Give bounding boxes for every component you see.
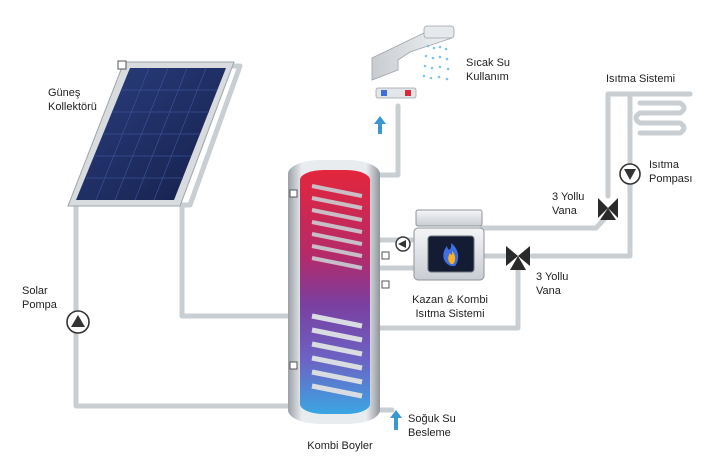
lower-coil [311,313,363,399]
flame-icon [443,243,459,266]
cold-water-arrow-icon [390,410,402,430]
boiler-unit [413,209,485,281]
boiler-unit-label: Kazan & Kombi Isıtma Sistemi [412,294,488,320]
heating-coil [633,100,687,136]
heating-system-label: Isıtma Sistemi [606,73,676,85]
upper-coil [311,184,363,270]
boiler-tank [288,160,390,424]
valve-lower-label: 3 Yollu Vana [536,271,569,297]
water-spray [422,44,450,81]
heating-pump-label: Isıtma Pompası [649,159,693,185]
valve-lower-to-tank-pipe [369,267,521,331]
valve-upper-to-heating-pipe [605,91,693,199]
collector-sensor [117,60,127,70]
hot-water-label: Sıcak Su Kullanım [466,57,511,83]
solar-pump-icon [66,310,90,334]
hot-water-pipe [369,103,401,178]
tank-sensor-mid-1 [381,251,390,260]
tank-label: Kombi Boyler [307,440,373,452]
collector-label: Güneş Kollektörü [48,87,97,113]
tank-sensor-bottom [289,361,298,370]
cold-water-label: Soğuk Su Besleme [408,413,456,439]
solar-return-pipe [73,202,325,409]
tank-sensor-top [289,189,298,198]
tank-sensor-mid-2 [381,280,390,289]
boiler-to-valve-upper-pipe [479,212,611,231]
heating-pump-icon [619,163,641,185]
hot-water-arrow-icon [374,116,386,134]
solar-flow-pipe [179,63,323,319]
three-way-valve-upper-icon [598,198,618,220]
solar-collector [67,60,235,207]
valve-upper-label: 3 Yollu Vana [552,191,585,217]
boiler-pump-icon [395,236,411,252]
shower-head [371,25,455,99]
three-way-valve-lower-icon [506,246,530,270]
solar-pump-label: Solar Pompa [22,285,57,311]
